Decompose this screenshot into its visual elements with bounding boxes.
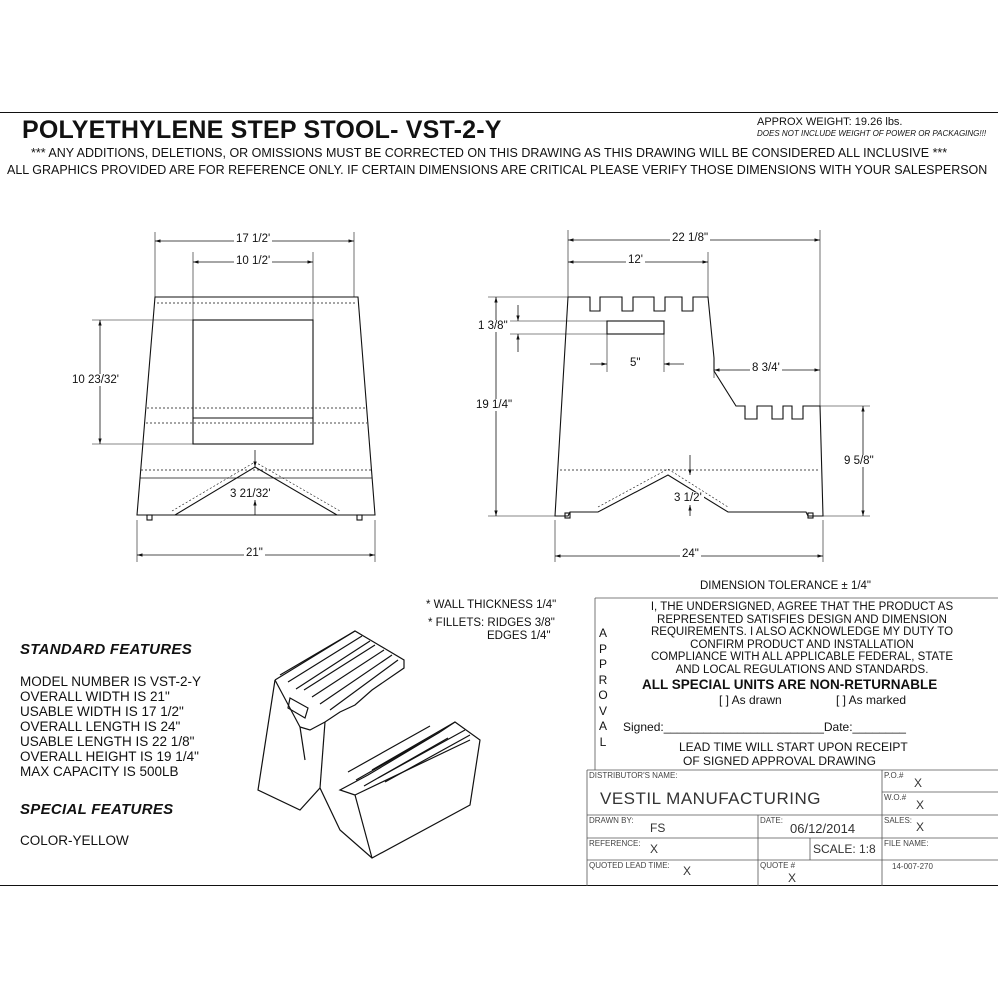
feature-item: MODEL NUMBER IS VST-2-Y bbox=[20, 674, 202, 689]
wo-label: W.O.# bbox=[884, 793, 907, 802]
statement-line: COMPLIANCE WITH ALL APPLICABLE FEDERAL, … bbox=[650, 651, 954, 664]
dim-side-upper-step: 12' bbox=[626, 254, 645, 266]
dim-side-arch-height: 3 1/2' bbox=[672, 492, 704, 504]
dim-front-window-width: 10 1/2' bbox=[234, 255, 273, 267]
front-view bbox=[92, 232, 376, 562]
date-value: 06/12/2014 bbox=[790, 821, 856, 836]
dim-side-handle-width: 5" bbox=[628, 357, 643, 369]
feature-item: USABLE LENGTH IS 22 1/8" bbox=[20, 734, 195, 749]
special-feature-item: COLOR-YELLOW bbox=[20, 833, 129, 848]
statement-line: CONFIRM PRODUCT AND INSTALLATION bbox=[690, 638, 914, 651]
dim-front-base-width: 21" bbox=[244, 547, 265, 559]
approx-weight: APPROX WEIGHT: 19.26 lbs. bbox=[757, 116, 903, 128]
isometric-view bbox=[257, 630, 481, 859]
date-label: DATE: bbox=[760, 816, 783, 825]
quoted-lead-time-value: X bbox=[683, 864, 692, 878]
weight-note: DOES NOT INCLUDE WEIGHT OF POWER OR PACK… bbox=[757, 129, 987, 138]
scale-value: SCALE: 1:8 bbox=[813, 842, 876, 856]
reference-value: X bbox=[650, 842, 659, 856]
file-name-label: FILE NAME: bbox=[884, 839, 929, 848]
standard-features-heading: STANDARD FEATURES bbox=[20, 641, 193, 658]
fillets-note: * FILLETS: RIDGES 3/8" bbox=[428, 617, 555, 629]
distributor-name: VESTIL MANUFACTURING bbox=[600, 789, 821, 808]
drawing-frame bbox=[0, 112, 998, 886]
wo-value: X bbox=[916, 798, 925, 812]
file-name-value: 14-007-270 bbox=[892, 862, 933, 871]
distributor-label: DISTRIBUTOR'S NAME: bbox=[589, 771, 678, 780]
edges-note: EDGES 1/4" bbox=[487, 630, 551, 642]
reference-label: REFERENCE: bbox=[589, 839, 641, 848]
as-marked-checkbox[interactable]: [ ] As marked bbox=[836, 693, 907, 707]
feature-item: USABLE WIDTH IS 17 1/2" bbox=[20, 704, 184, 719]
title-block-lines bbox=[586, 597, 998, 886]
drawn-by-value: FS bbox=[650, 821, 666, 835]
signature-line[interactable]: Signed:________________________Date:____… bbox=[623, 720, 906, 734]
reference-notice: ALL GRAPHICS PROVIDED ARE FOR REFERENCE … bbox=[7, 163, 988, 177]
approval-vertical-label: APPROVAL bbox=[598, 626, 608, 749]
non-returnable-notice: ALL SPECIAL UNITS ARE NON-RETURNABLE bbox=[642, 677, 938, 692]
dim-front-arch-height: 3 21/32' bbox=[228, 488, 273, 500]
dimension-tolerance: DIMENSION TOLERANCE ± 1/4" bbox=[700, 580, 872, 592]
dim-side-lower-height: 9 5/8" bbox=[842, 455, 876, 467]
statement-line: I, THE UNDERSIGNED, AGREE THAT THE PRODU… bbox=[650, 601, 954, 613]
dim-side-overall-length: 22 1/8" bbox=[670, 232, 711, 244]
statement-line: REPRESENTED SATISFIES DESIGN AND DIMENSI… bbox=[657, 613, 947, 626]
quote-label: QUOTE # bbox=[760, 861, 796, 870]
feature-item: MAX CAPACITY IS 500LB bbox=[20, 764, 179, 779]
standard-features-list: MODEL NUMBER IS VST-2-Y OVERALL WIDTH IS… bbox=[20, 674, 201, 779]
lead-time-notice-2: OF SIGNED APPROVAL DRAWING bbox=[683, 754, 876, 768]
statement-line: REQUIREMENTS. I ALSO ACKNOWLEDGE MY DUTY… bbox=[650, 626, 954, 639]
drawing-title: POLYETHYLENE STEP STOOL- VST-2-Y bbox=[22, 116, 502, 144]
feature-item: OVERALL WIDTH IS 21" bbox=[20, 689, 170, 704]
quoted-lead-time-label: QUOTED LEAD TIME: bbox=[589, 861, 670, 870]
special-features-heading: SPECIAL FEATURES bbox=[20, 801, 174, 818]
statement-line: AND LOCAL REGULATIONS AND STANDARDS. bbox=[675, 663, 929, 676]
sales-value: X bbox=[916, 820, 925, 834]
drawn-by-label: DRAWN BY: bbox=[589, 816, 634, 825]
feature-item: OVERALL LENGTH IS 24" bbox=[20, 719, 181, 734]
approval-statement: I, THE UNDERSIGNED, AGREE THAT THE PRODU… bbox=[612, 601, 992, 677]
side-view bbox=[488, 230, 870, 562]
feature-item: OVERALL HEIGHT IS 19 1/4" bbox=[20, 749, 199, 764]
quote-value: X bbox=[788, 871, 797, 885]
po-value: X bbox=[914, 776, 923, 790]
dim-side-handle-height: 1 3/8" bbox=[476, 320, 510, 332]
inclusive-notice: *** ANY ADDITIONS, DELETIONS, OR OMISSIO… bbox=[31, 146, 948, 160]
dim-side-overall-height: 19 1/4" bbox=[474, 399, 515, 411]
lead-time-notice-1: LEAD TIME WILL START UPON RECEIPT bbox=[679, 740, 908, 754]
as-drawn-checkbox[interactable]: [ ] As drawn bbox=[719, 693, 782, 707]
po-label: P.O.# bbox=[884, 771, 904, 780]
dim-side-lower-step: 8 3/4' bbox=[750, 362, 782, 374]
dim-front-window-height: 10 23/32' bbox=[70, 374, 121, 386]
dim-front-top-width: 17 1/2' bbox=[234, 233, 273, 245]
dim-side-base-length: 24" bbox=[680, 548, 701, 560]
sales-label: SALES: bbox=[884, 816, 913, 825]
wall-thickness-note: * WALL THICKNESS 1/4" bbox=[426, 599, 557, 611]
